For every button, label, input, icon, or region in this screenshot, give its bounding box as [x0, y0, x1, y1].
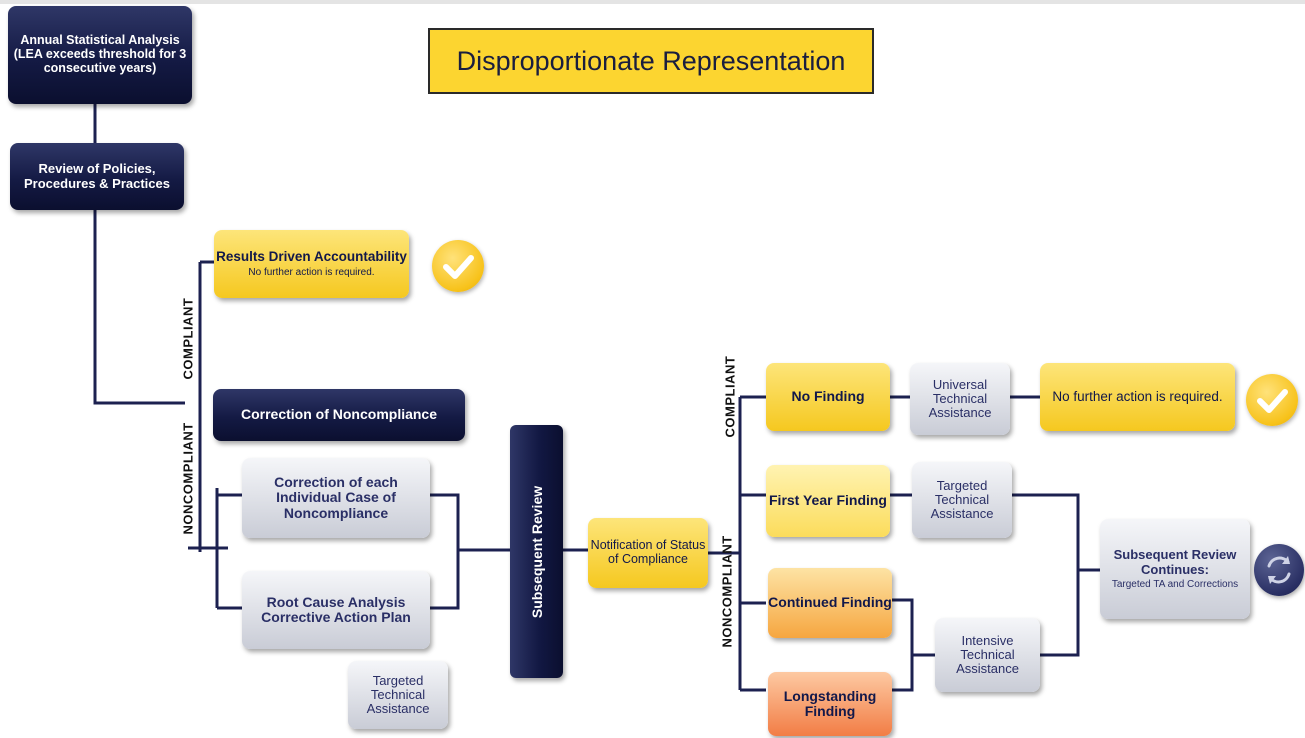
noncompliant-label-right: NONCOMPLIANT [719, 535, 735, 648]
noncompliant-label-left: NONCOMPLIANT [180, 422, 196, 535]
targeted-ta-label-right: Targeted Technical Assistance [930, 477, 994, 522]
root-cause-box: Root Cause Analysis Corrective Action Pl… [242, 571, 430, 649]
diagram-title: Disproportionate Representation [428, 28, 874, 94]
individual-case-label: Correction of each Individual Case of No… [274, 473, 398, 521]
policy-review-box: Review of Policies, Procedures & Practic… [10, 143, 184, 210]
subsequent-review-label: Subsequent Review [528, 485, 545, 618]
correction-header-label: Correction of Noncompliance [240, 406, 438, 423]
review-continues-box: Subsequent Review Continues: Targeted TA… [1100, 519, 1250, 619]
longstanding-finding-box: Longstanding Finding [768, 672, 892, 736]
no-finding-label: No Finding [791, 388, 865, 405]
longstanding-finding-label: Longstanding Finding [783, 687, 877, 719]
no-further-action-box: No further action is required. [1040, 363, 1235, 431]
first-year-finding-label: First Year Finding [769, 492, 887, 509]
targeted-ta-label-left: Targeted Technical Assistance [366, 672, 430, 717]
compliant-label-left: COMPLIANT [180, 297, 196, 380]
results-driven-sub: No further action is required. [248, 266, 375, 278]
targeted-ta-box-left: Targeted Technical Assistance [348, 661, 448, 729]
universal-ta-label: Universal Technical Assistance [928, 376, 992, 421]
checkmark-icon [1246, 374, 1298, 426]
results-driven-label: Results Driven Accountability [216, 249, 407, 265]
top-border [0, 0, 1305, 4]
universal-ta-box: Universal Technical Assistance [910, 363, 1010, 435]
root-cause-label: Root Cause Analysis Corrective Action Pl… [261, 593, 411, 625]
individual-case-box: Correction of each Individual Case of No… [242, 458, 430, 538]
policy-review-label: Review of Policies, Procedures & Practic… [24, 161, 170, 191]
notification-label: Notification of Status of Compliance [590, 538, 706, 566]
no-finding-box: No Finding [766, 363, 890, 431]
no-further-action-label: No further action is required. [1052, 388, 1223, 404]
results-driven-box: Results Driven Accountability No further… [214, 230, 409, 298]
targeted-ta-box-right: Targeted Technical Assistance [912, 462, 1012, 538]
intensive-ta-box: Intensive Technical Assistance [935, 618, 1040, 692]
annual-analysis-label: Annual Statistical Analysis (LEA exceeds… [13, 33, 187, 75]
subsequent-review-bar: Subsequent Review [510, 425, 563, 678]
notification-box: Notification of Status of Compliance [588, 518, 708, 588]
first-year-finding-box: First Year Finding [766, 465, 890, 537]
checkmark-icon [432, 240, 484, 292]
review-continues-sub: Targeted TA and Corrections [1111, 578, 1239, 590]
continued-finding-box: Continued Finding [768, 568, 892, 638]
annual-analysis-box: Annual Statistical Analysis (LEA exceeds… [8, 6, 192, 104]
compliant-label-right: COMPLIANT [722, 355, 738, 438]
review-continues-label: Subsequent Review Continues: [1113, 547, 1237, 577]
correction-header-box: Correction of Noncompliance [213, 389, 465, 441]
continued-finding-label: Continued Finding [768, 594, 892, 611]
cycle-icon [1254, 544, 1304, 596]
intensive-ta-label: Intensive Technical Assistance [956, 632, 1019, 677]
